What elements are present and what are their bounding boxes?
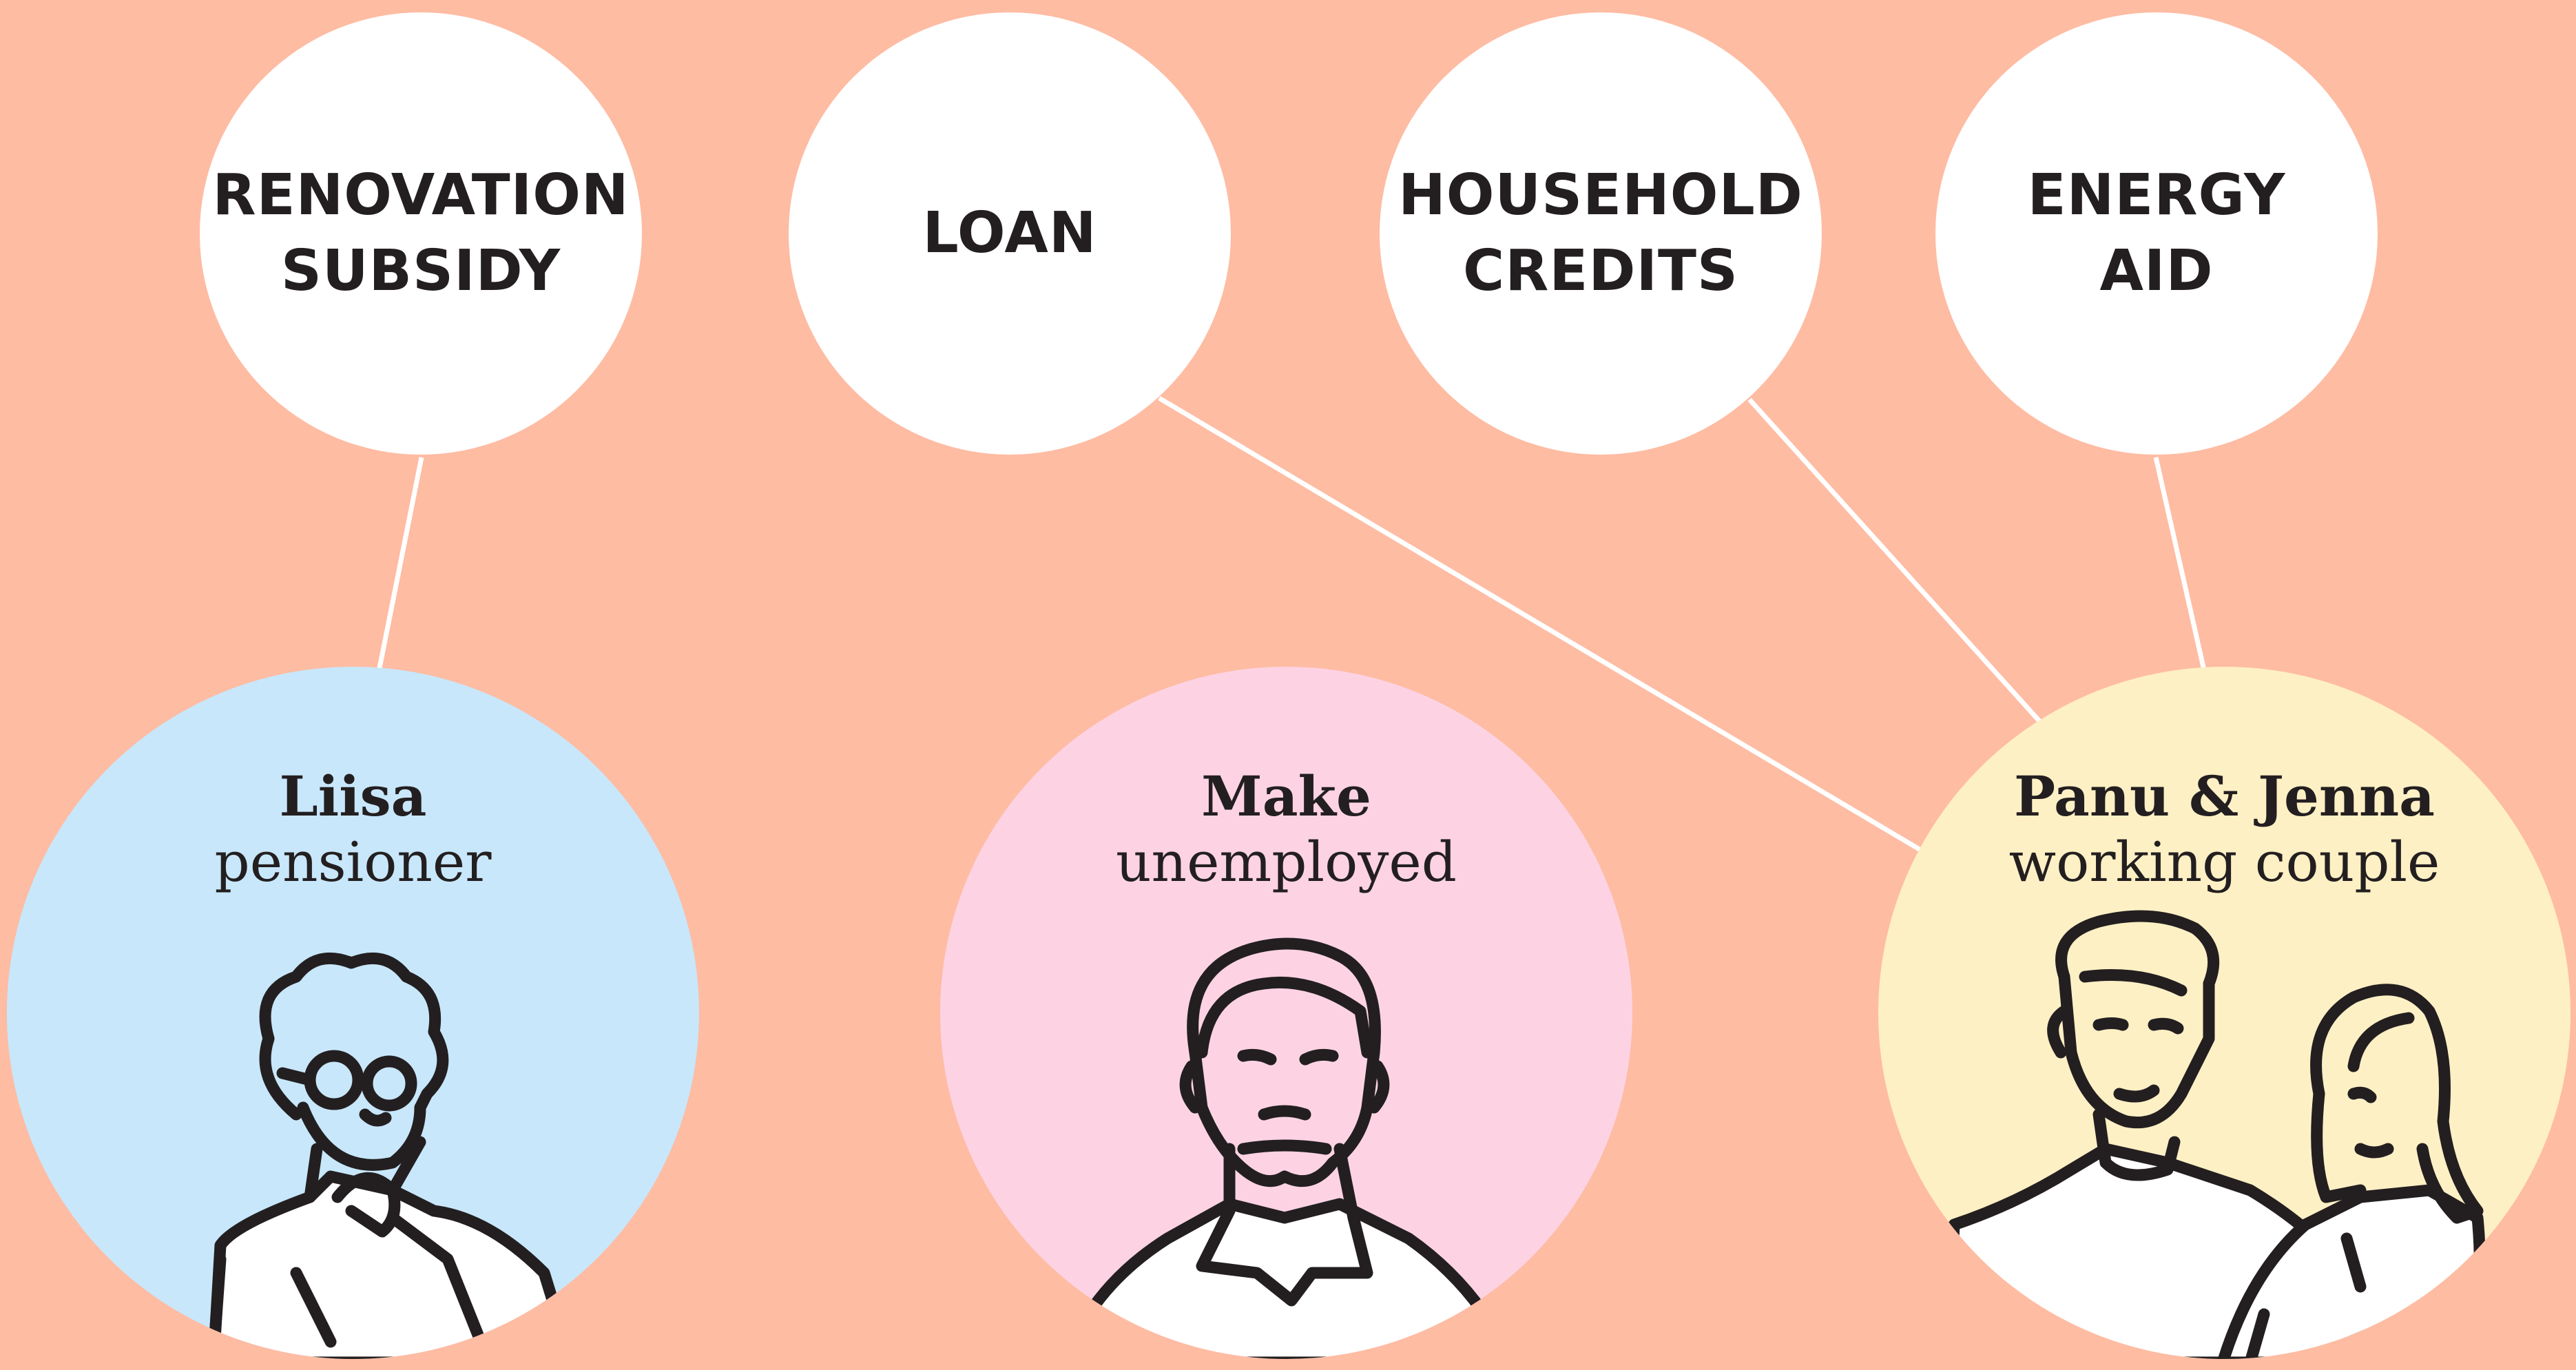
bubble-loan: LOAN (789, 12, 1231, 455)
persona-role: working couple (2008, 830, 2440, 894)
bubble-renovation-subsidy: RENOVATION SUBSIDY (200, 12, 642, 455)
persona-panu-jenna: Panu & Jenna working couple (1878, 667, 2570, 1359)
bubble-label: RENOVATION SUBSIDY (212, 163, 630, 304)
bubble-household-credits: HOUSEHOLD CREDITS (1380, 12, 1822, 455)
connector-loan-couple (1158, 395, 1923, 853)
persona-liisa: Liisa pensioner (7, 667, 699, 1359)
bubble-label: HOUSEHOLD CREDITS (1398, 163, 1803, 304)
persona-name: Make (1201, 764, 1371, 829)
persona-caption: Make unemployed (940, 763, 1632, 895)
unemployed-man-illustration-icon (1059, 937, 1517, 1359)
connector-renovation-liisa (376, 457, 424, 672)
connector-household-couple (1747, 397, 2042, 724)
persona-make: Make unemployed (940, 667, 1632, 1359)
persona-caption: Liisa pensioner (7, 763, 699, 895)
bubble-label: LOAN (922, 200, 1097, 266)
persona-name: Panu & Jenna (2013, 764, 2435, 829)
connector-energy-couple (2153, 457, 2207, 671)
persona-role: pensioner (214, 830, 492, 894)
persona-role: unemployed (1116, 830, 1457, 894)
persona-name: Liisa (279, 764, 427, 829)
persona-caption: Panu & Jenna working couple (1878, 763, 2570, 895)
pensioner-illustration-icon (207, 952, 577, 1359)
bubble-energy-aid: ENERGY AID (1935, 12, 2378, 455)
bubble-label: ENERGY AID (2027, 163, 2286, 304)
working-couple-illustration-icon (1941, 910, 2486, 1359)
